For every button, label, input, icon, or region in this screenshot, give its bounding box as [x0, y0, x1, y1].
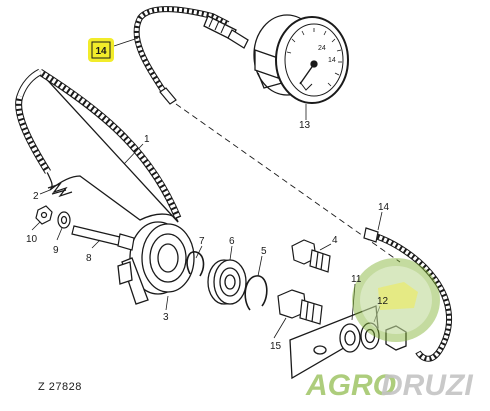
callout-6[interactable]: 6	[229, 236, 235, 247]
seal-ring	[339, 323, 361, 353]
hex-nut	[35, 205, 53, 225]
pulley	[117, 221, 195, 305]
fitting-4	[291, 239, 331, 273]
lower-drive-cable	[363, 227, 453, 362]
gauge-number-14: 14	[328, 57, 336, 64]
highlighted-callout-14[interactable]: 14	[88, 38, 114, 62]
callout-14-lower[interactable]: 14	[378, 202, 390, 213]
callout-3[interactable]: 3	[163, 312, 169, 323]
gauge-number-24: 24	[318, 45, 326, 52]
drive-belt	[15, 68, 182, 223]
snap-ring-7	[186, 251, 205, 277]
cable-nut	[360, 322, 407, 351]
connection-line	[175, 103, 401, 263]
tachometer-gauge	[253, 14, 349, 104]
callout-11[interactable]: 11	[351, 274, 362, 285]
shaft-bolt	[71, 225, 135, 251]
diagram-reference: Z 27828	[38, 381, 82, 393]
mounting-plate	[289, 305, 379, 380]
callout-7[interactable]: 7	[199, 236, 205, 247]
upper-drive-cable	[133, 6, 249, 105]
callout-8[interactable]: 8	[86, 253, 92, 264]
callout-13[interactable]: 13	[299, 120, 311, 131]
highlighted-callout-label: 14	[95, 46, 107, 57]
spring-clip	[47, 182, 73, 198]
callout-15[interactable]: 15	[270, 341, 282, 352]
callout-9[interactable]: 9	[53, 245, 59, 256]
watermark-text-druzi: DRUZI	[381, 369, 473, 402]
callout-2[interactable]: 2	[33, 191, 39, 202]
watermark-text-agro: AGRO	[305, 369, 396, 402]
leader-lines	[31, 37, 383, 339]
agrodruzi-watermark: AGRO DRUZI	[305, 258, 473, 402]
fitting-15	[277, 289, 323, 325]
callout-10[interactable]: 10	[26, 234, 38, 245]
callout-1[interactable]: 1	[144, 134, 150, 145]
washer	[57, 211, 71, 229]
callout-12[interactable]: 12	[377, 296, 389, 307]
snap-ring-5	[244, 275, 268, 311]
bearing	[207, 259, 247, 305]
callout-4[interactable]: 4	[332, 235, 338, 246]
callout-5[interactable]: 5	[261, 246, 267, 257]
